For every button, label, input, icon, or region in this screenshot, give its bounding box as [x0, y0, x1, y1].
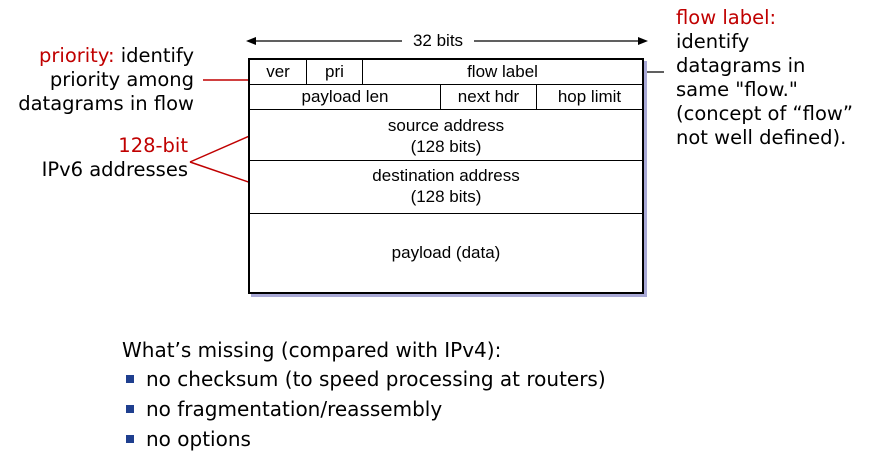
source-address-size: (128 bits) — [410, 137, 482, 156]
field-pri-label: pri — [325, 62, 344, 81]
field-payload-len: payload len — [250, 85, 440, 109]
field-ver: ver — [250, 60, 306, 84]
field-flow-label-label: flow label — [467, 62, 538, 81]
addresses-label: IPv6 addresses — [41, 158, 188, 181]
bullet-icon — [126, 405, 134, 413]
ipv6-header-diagram: ver pri flow label payload len next hdr … — [248, 58, 644, 294]
width-arrowhead-left — [246, 37, 256, 45]
field-destination-address: destination address (128 bits) — [250, 161, 642, 214]
priority-term: priority: — [39, 44, 115, 67]
flow-label-line-1: identify — [676, 30, 750, 53]
field-next-hdr: next hdr — [440, 85, 536, 109]
priority-text-3: datagrams in flow — [18, 92, 194, 115]
field-payload-len-label: payload len — [301, 87, 389, 106]
priority-text-1: identify — [120, 44, 194, 67]
flow-label-line-2: datagrams in — [676, 54, 806, 77]
flow-label-term: flow label: — [676, 6, 777, 29]
header-row-1: ver pri flow label — [250, 60, 642, 85]
field-pri: pri — [306, 60, 362, 84]
field-payload: payload (data) — [250, 242, 642, 263]
destination-address-size: (128 bits) — [410, 187, 482, 206]
bullet-icon — [126, 435, 134, 443]
flow-label-annotation: flow label: identify datagrams in same "… — [676, 6, 872, 150]
field-next-hdr-label: next hdr — [457, 87, 520, 106]
addresses-annotation: 128-bit IPv6 addresses — [0, 134, 188, 182]
width-arrowhead-right — [638, 37, 648, 45]
field-ver-label: ver — [266, 62, 290, 81]
bullet-icon — [126, 375, 134, 383]
priority-annotation: priority: identify priority among datagr… — [0, 44, 194, 116]
payload-label: payload (data) — [391, 243, 501, 262]
source-address-label: source address — [387, 116, 505, 135]
field-hop-limit: hop limit — [536, 85, 642, 109]
missing-intro: What’s missing (compared with IPv4): — [122, 338, 502, 362]
list-item: no checksum (to speed processing at rout… — [122, 364, 606, 394]
missing-list: no checksum (to speed processing at rout… — [122, 364, 606, 454]
flow-label-line-3: same "flow." — [676, 78, 798, 101]
addresses-size: 128-bit — [118, 134, 188, 157]
flow-label-line-4: (concept of “flow” — [676, 102, 853, 125]
flow-label-line-5: not well defined). — [676, 126, 847, 149]
priority-text-2: priority among — [49, 68, 194, 91]
list-item: no options — [122, 424, 606, 454]
missing-features: What’s missing (compared with IPv4): no … — [122, 336, 606, 454]
width-label: 32 bits — [412, 31, 464, 50]
list-item: no fragmentation/reassembly — [122, 394, 606, 424]
field-source-address: source address (128 bits) — [250, 110, 642, 161]
field-flow-label: flow label — [362, 60, 642, 84]
header-row-2: payload len next hdr hop limit — [250, 85, 642, 110]
destination-address-label: destination address — [372, 166, 520, 185]
field-hop-limit-label: hop limit — [557, 87, 622, 106]
